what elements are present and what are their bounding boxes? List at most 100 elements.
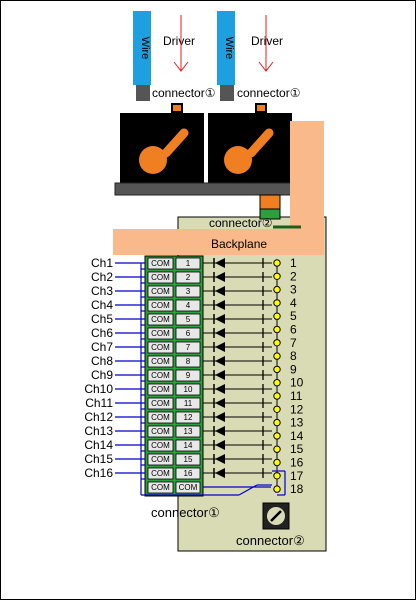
signal-terminal-number: 8 (186, 357, 191, 366)
connector-1-label-bottom: connector① (151, 505, 220, 520)
com-terminal-label: COM (151, 441, 170, 450)
signal-terminal (175, 369, 201, 382)
signal-terminal-number: 3 (186, 287, 191, 296)
channel-label: Ch15 (84, 452, 113, 466)
pin-number: 18 (290, 482, 304, 496)
signal-terminal (175, 397, 201, 410)
connector-pin (273, 379, 281, 387)
pin-number: 13 (290, 416, 304, 430)
wire-label-left: Wire (139, 37, 151, 60)
knob-right-icon (224, 146, 252, 174)
connector-2-label-top: connector② (209, 216, 272, 230)
connector-2-plug (259, 194, 281, 210)
connector-pin (273, 485, 281, 493)
wire-label-right: Wire (223, 37, 235, 60)
wire-right: Wire (217, 11, 235, 101)
diode-icon (213, 454, 264, 464)
diode-icon (213, 384, 264, 394)
channel-label: Ch1 (91, 256, 113, 270)
com-terminal (147, 453, 174, 466)
connector-pin (273, 285, 281, 294)
diode-icon (213, 272, 264, 282)
channel-label: Ch12 (84, 410, 113, 424)
channel-label: Ch8 (91, 354, 113, 368)
connector-1-label-right: connector① (237, 86, 300, 100)
channel-label: Ch3 (91, 284, 113, 298)
signal-terminal-number: 12 (184, 413, 193, 422)
driver-label-right: Driver (251, 34, 283, 48)
backplane (113, 229, 324, 255)
channel-label: Ch2 (91, 270, 113, 284)
signal-terminal-number: 13 (184, 427, 193, 436)
driver-arrow-left-icon (173, 15, 189, 72)
diode-icon (213, 398, 264, 408)
connector-pin (273, 352, 281, 360)
com-terminal (147, 411, 174, 424)
com-terminal (147, 467, 174, 480)
channel-label: Ch10 (84, 382, 113, 396)
connector-pin (273, 325, 281, 334)
channel-label: Ch9 (91, 368, 113, 382)
diode-icon (213, 300, 264, 310)
channel-label: Ch14 (84, 438, 113, 452)
signal-terminal (175, 285, 201, 298)
com-terminal (147, 313, 174, 326)
com-terminal (147, 425, 174, 438)
com-terminal (147, 439, 174, 452)
connector-pin (273, 432, 281, 440)
com-terminal-label: COM (151, 273, 170, 282)
pin-number: 3 (290, 283, 297, 297)
com-terminal-label: COM (151, 259, 170, 268)
diode-icon (213, 426, 264, 436)
connector-1-label-left: connector① (152, 86, 215, 100)
pin-number: 17 (290, 469, 304, 483)
pin-number: 14 (290, 429, 304, 443)
diode-icon (213, 370, 264, 380)
pin-number: 11 (290, 389, 303, 403)
com-terminal (147, 285, 174, 298)
signal-terminal-number: 16 (184, 469, 193, 478)
diode-icon (213, 412, 264, 422)
com-terminal-label: COM (151, 385, 170, 394)
com-bus-wiring (140, 263, 286, 496)
connector-pin (273, 392, 281, 400)
knob-left-icon (139, 146, 167, 174)
pin-number: 1 (290, 256, 297, 270)
connector-pin (273, 365, 281, 374)
pin-number: 6 (290, 323, 297, 337)
connector-pin (273, 418, 281, 427)
signal-terminal (175, 467, 201, 480)
pin-number: 16 (290, 456, 304, 470)
signal-terminal (175, 313, 201, 326)
signal-terminal-number: 6 (186, 329, 191, 338)
com-terminal (147, 355, 174, 368)
connector-2-bottom (262, 502, 290, 530)
signal-terminal (175, 341, 201, 354)
com-terminal (147, 369, 174, 382)
signal-terminal (175, 355, 201, 368)
signal-terminal-number: 11 (184, 399, 193, 408)
com-terminal (147, 271, 174, 284)
com-terminal (147, 383, 174, 396)
diode-icon (213, 468, 264, 478)
channel-label: Ch6 (91, 326, 113, 340)
signal-terminal-number: 15 (184, 455, 193, 464)
com-terminal-label: COM (151, 357, 170, 366)
com-terminal-label: COM (151, 413, 170, 422)
connector-2-label-bottom: connector② (236, 533, 305, 548)
backplane-label: Backplane (211, 237, 267, 251)
wire-left: Wire (133, 11, 151, 101)
com-terminal-label: COM (151, 469, 170, 478)
connector-pin (273, 405, 281, 413)
driver-label-left: Driver (163, 34, 195, 48)
